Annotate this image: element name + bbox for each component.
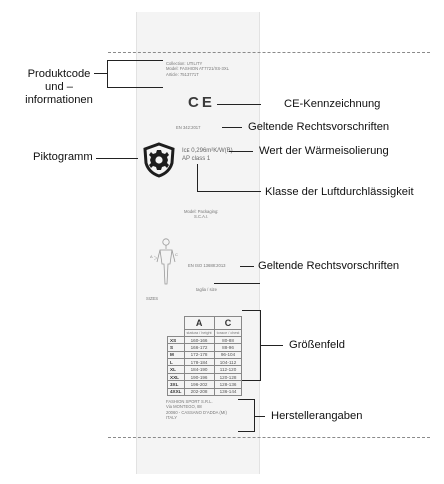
insulation-value: Iᴄᴇ 0,296m²K/W(B) [182, 148, 233, 154]
height-cell: 196-202 [183, 380, 215, 389]
figure-label: SIZES [146, 296, 159, 301]
leader-line [242, 380, 261, 382]
table-row: XL 184-190 112-120 [167, 365, 243, 374]
bottom-cut-line [108, 437, 430, 438]
callout-ce-mark: CE-Kennzeichnung [284, 98, 381, 110]
chest-cell: 128-136 [213, 380, 243, 389]
leader-line [240, 266, 254, 268]
leader-line [197, 164, 199, 192]
callout-product-code: Produktcode und – informationen [13, 68, 105, 107]
height-cell: 166-172 [183, 343, 215, 352]
leader-line [260, 310, 262, 380]
height-cell: 172-178 [183, 350, 215, 360]
leader-line [94, 73, 108, 75]
callout-air-permeability: Klasse der Luftdurchlässigkeit [265, 186, 414, 198]
callout-regulations-2: Geltende Rechtsvorschriften [258, 260, 400, 272]
gear-shield-pictogram-icon [141, 142, 177, 178]
manufacturer-line: ITALY [166, 415, 178, 421]
svg-text:A: A [150, 254, 153, 259]
packing-line: Model: Packaging: [184, 209, 219, 214]
table-row: 3XL 196-202 128-136 [167, 380, 243, 389]
standard-en-iso-13688: EN ISO 13688:2013 [188, 263, 226, 268]
height-cell: 190-196 [183, 372, 215, 382]
callout-product-code-line: und – [45, 81, 73, 93]
care-label [136, 12, 260, 474]
chest-cell: 120-128 [213, 372, 243, 382]
chest-cell: 104-112 [213, 358, 243, 367]
callout-regulations-1: Geltende Rechtsvorschriften [248, 121, 390, 133]
table-row: M 172-178 96-104 [167, 350, 243, 360]
callout-product-code-line: informationen [25, 94, 93, 106]
table-row: XXL 190-196 120-128 [167, 372, 243, 382]
leader-line [242, 310, 261, 312]
leader-line [238, 431, 255, 433]
leader-line [107, 60, 163, 62]
chest-cell: 88-96 [213, 343, 243, 352]
leader-line [217, 104, 261, 106]
column-sub: statura / height [183, 329, 215, 337]
product-info-block: Collection: UTILITY Model: FASHION AT772… [166, 61, 229, 77]
body-measurement-figure-icon: A C [148, 236, 184, 296]
packing-line: S.C.A.I. [194, 214, 209, 220]
packing-info: Model: Packaging: S.C.A.I. [184, 209, 218, 220]
callout-pictogram: Piktogramm [33, 151, 93, 163]
chest-cell: 112-120 [213, 365, 243, 374]
manufacturer-line: FASHION SPORT S.R.L. [166, 399, 213, 404]
size-table-subheader: statura / height torace / chest [168, 329, 243, 337]
manufacturer-line: Via MONTEGO, 88 [166, 404, 202, 410]
pictogram-values: Iᴄᴇ 0,296m²K/W(B) AP class 1 [182, 147, 233, 163]
product-line: Collection: UTILITY [166, 61, 203, 66]
callout-product-code-line: Produktcode [27, 68, 91, 80]
leader-line [254, 399, 256, 431]
manufacturer-line: 20060 - CASSANO D'ADDA (MI) [166, 409, 227, 415]
size-cell: XS [167, 335, 185, 345]
chest-cell: 96-104 [213, 350, 243, 360]
callout-manufacturer: Herstellerangaben [271, 410, 363, 422]
leader-line [238, 399, 255, 401]
height-cell: 202-208 [183, 387, 215, 397]
column-letter: A [183, 316, 215, 330]
size-table: A C statura / height torace / chest XS 1… [167, 316, 243, 397]
air-permeability-value: AP class 1 [182, 156, 211, 162]
height-cell: 184-190 [183, 365, 215, 374]
product-line: Model: FASHION AT7721/XS-3XL [166, 66, 229, 72]
leader-line [197, 191, 261, 193]
leader-line [107, 60, 109, 88]
size-cell: XL [167, 365, 185, 374]
size-cell: 4XXL [167, 387, 185, 397]
leader-line [229, 151, 253, 153]
standard-en342: EN 342:2017 [176, 125, 201, 130]
product-line: Article: 7513771T [166, 71, 199, 77]
size-table-top-label: taglia / size [196, 287, 217, 292]
leader-line [255, 416, 265, 418]
height-cell: 178-184 [183, 358, 215, 367]
callout-insulation: Wert der Wärmeisolierung [259, 145, 389, 157]
callout-size-field: Größenfeld [289, 339, 345, 351]
size-cell: 3XL [167, 380, 185, 389]
leader-line [96, 158, 138, 160]
table-row: 4XXL 202-208 136-144 [167, 387, 243, 397]
size-cell: M [167, 350, 185, 360]
table-row: L 178-184 104-112 [167, 358, 243, 367]
leader-line [214, 283, 260, 285]
table-row: S 166-172 88-96 [167, 343, 243, 352]
size-cell: XXL [167, 372, 185, 382]
leader-line [261, 345, 283, 347]
size-cell: L [167, 358, 185, 367]
chest-cell: 80-88 [213, 335, 243, 345]
ce-mark-icon: C E [188, 94, 212, 111]
leader-line [222, 127, 242, 129]
column-letter: C [213, 316, 243, 330]
svg-text:C: C [175, 252, 178, 257]
column-sub: torace / chest [213, 329, 243, 337]
height-cell: 160-166 [183, 335, 215, 345]
chest-cell: 136-144 [213, 387, 243, 397]
leader-line [107, 87, 163, 89]
top-cut-line [108, 52, 430, 53]
manufacturer-block: FASHION SPORT S.R.L. Via MONTEGO, 88 200… [166, 399, 227, 421]
size-table-header: A C [168, 316, 243, 330]
size-cell: S [167, 343, 185, 352]
table-row: XS 160-166 80-88 [167, 335, 243, 345]
